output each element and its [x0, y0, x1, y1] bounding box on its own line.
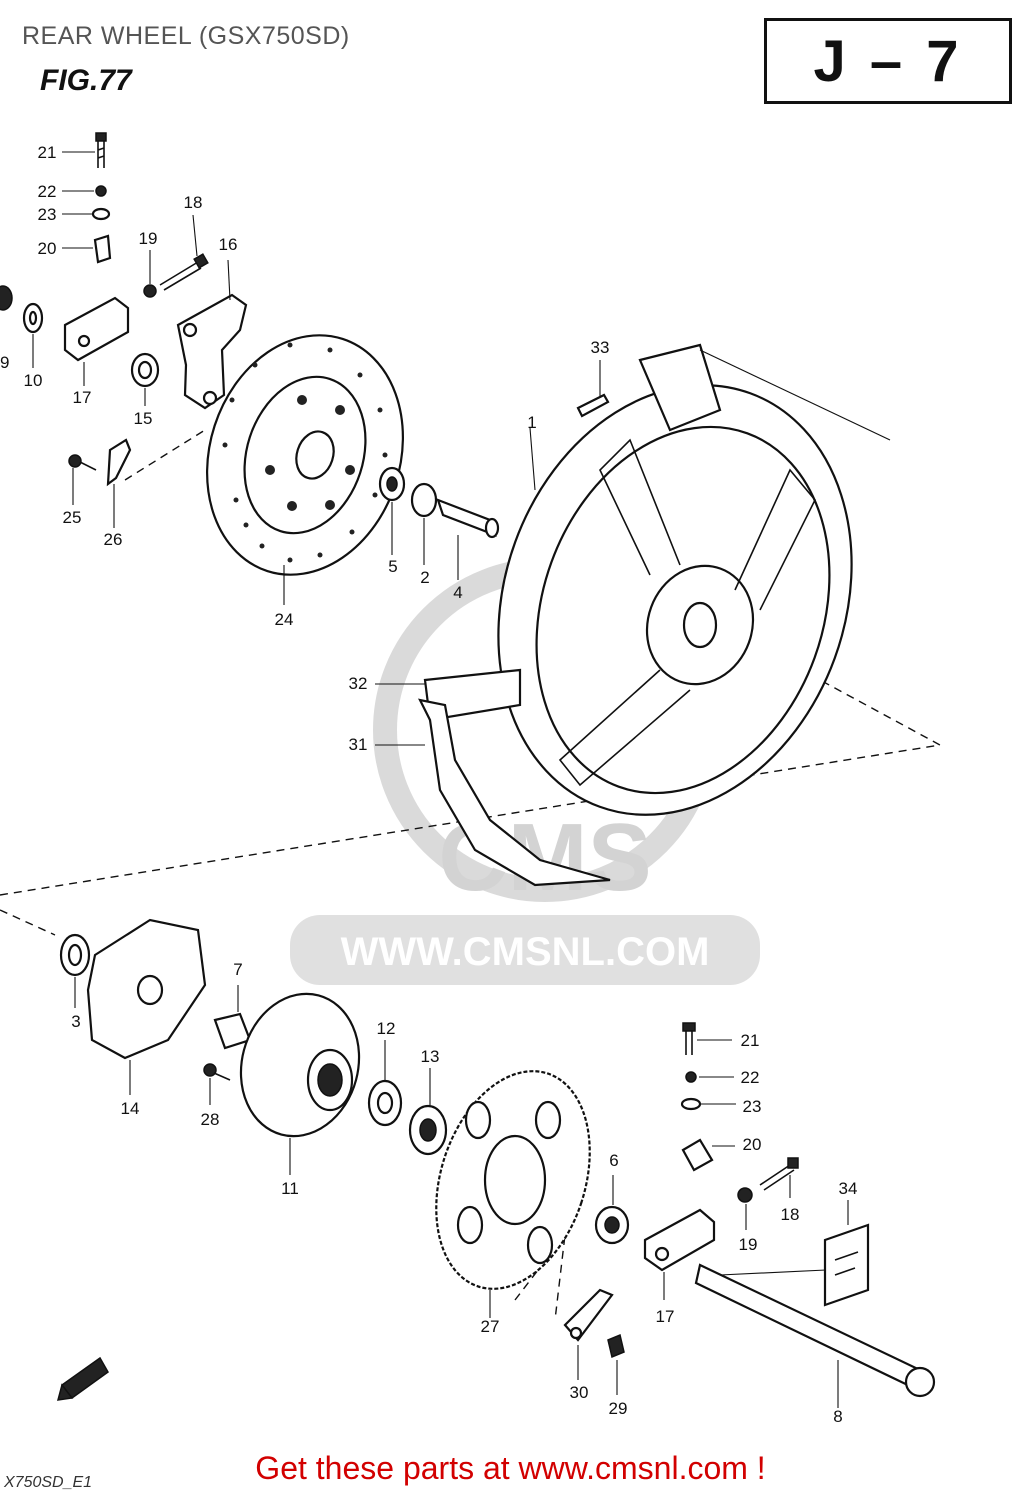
callout-21: 21 — [38, 143, 57, 162]
callout-18: 18 — [184, 193, 203, 212]
callout-19: 19 — [139, 229, 158, 248]
callout-23: 23 — [743, 1097, 762, 1116]
sprocket-carrier-11 — [239, 992, 361, 1175]
callout-26: 26 — [104, 530, 123, 549]
bolt-21-top — [62, 132, 107, 168]
caliper-bracket-16 — [176, 293, 248, 410]
callout-1: 1 — [527, 413, 536, 432]
callout-4: 4 — [453, 583, 462, 602]
bolt-21-right — [685, 1030, 693, 1055]
tire-section-top — [638, 343, 722, 432]
callout-20: 20 — [38, 239, 57, 258]
assembly-line-disc — [124, 429, 206, 481]
callout-3: 3 — [71, 1012, 80, 1031]
washer-23-top — [91, 207, 111, 221]
callout-21: 21 — [741, 1031, 760, 1050]
assembly-line-main — [0, 679, 943, 896]
nut-22-right — [685, 1071, 697, 1083]
washer-23-right — [680, 1097, 702, 1111]
chain-adjuster-17-right — [643, 1208, 716, 1272]
chain-adjuster-17-top — [63, 296, 130, 362]
callout-22: 22 — [741, 1068, 760, 1087]
callout-layer: 2122232019181691017152526245241333231314… — [0, 143, 857, 1426]
brake-disc-24 — [205, 334, 405, 605]
watermark-url: WWW.CMSNL.COM — [341, 930, 710, 974]
callout-30: 30 — [570, 1383, 589, 1402]
bolt-18-right — [759, 1164, 795, 1191]
drawing-id: X750SD_E1 — [4, 1474, 93, 1491]
valve-33 — [576, 393, 610, 418]
callout-13: 13 — [421, 1047, 440, 1066]
diagram-title: REAR WHEEL (GSX750SD) — [22, 22, 350, 50]
callout-17: 17 — [656, 1307, 675, 1326]
label-34 — [823, 1223, 870, 1307]
callout-34: 34 — [839, 1179, 858, 1198]
callout-8: 8 — [833, 1407, 842, 1426]
callout-32: 32 — [349, 674, 368, 693]
tire-section-bottom — [375, 668, 611, 887]
clip-20-right — [681, 1138, 714, 1172]
nut-19-top — [143, 284, 157, 298]
nut-22-top — [95, 185, 107, 197]
callout-11: 11 — [281, 1179, 299, 1198]
assembly-line-left — [0, 909, 56, 936]
watermark-pill — [290, 915, 760, 985]
callout-18: 18 — [781, 1205, 800, 1224]
section-box: J – 7 — [764, 18, 1012, 104]
bolt-28 — [203, 1063, 217, 1077]
figure-number: FIG.77 — [40, 64, 132, 97]
spacer-7 — [213, 1012, 252, 1050]
callout-23: 23 — [38, 205, 57, 224]
spacer-2 — [410, 482, 438, 518]
part-9-top — [0, 285, 13, 311]
bolt-25 — [68, 454, 82, 468]
callout-28: 28 — [201, 1110, 220, 1129]
callout-17: 17 — [73, 388, 92, 407]
callout-15: 15 — [134, 409, 153, 428]
callout-14: 14 — [121, 1099, 140, 1118]
callout-25: 25 — [63, 508, 82, 527]
section-code: J – 7 — [813, 28, 963, 94]
bolt-18-top — [159, 261, 202, 291]
callout-27: 27 — [481, 1317, 500, 1336]
callout-2: 2 — [420, 568, 429, 587]
lock-plate-26 — [106, 438, 132, 487]
rear-sprocket-27 — [435, 1070, 591, 1318]
callout-6: 6 — [609, 1151, 618, 1170]
front-arrow-icon — [56, 1356, 109, 1401]
callout-12: 12 — [377, 1019, 396, 1038]
footer-cta[interactable]: Get these parts at www.cmsnl.com ! — [255, 1450, 766, 1486]
callout-31: 31 — [349, 735, 368, 754]
rear-wheel-1 — [497, 384, 853, 816]
callout-7: 7 — [233, 960, 242, 979]
callout-20: 20 — [743, 1135, 762, 1154]
callout-19: 19 — [739, 1235, 758, 1254]
rear-axle-8 — [694, 1263, 936, 1408]
callout-9: 9 — [0, 353, 9, 372]
callout-33: 33 — [591, 338, 610, 357]
callout-10: 10 — [24, 371, 43, 390]
callout-16: 16 — [219, 235, 238, 254]
callout-22: 22 — [38, 182, 57, 201]
cush-drive-damper-14 — [86, 918, 207, 1095]
callout-29: 29 — [609, 1399, 628, 1418]
clip-20-top — [93, 234, 112, 264]
nut-29 — [607, 1333, 625, 1359]
callout-5: 5 — [388, 557, 397, 576]
nut-19-right — [737, 1187, 753, 1203]
callout-24: 24 — [275, 610, 294, 629]
